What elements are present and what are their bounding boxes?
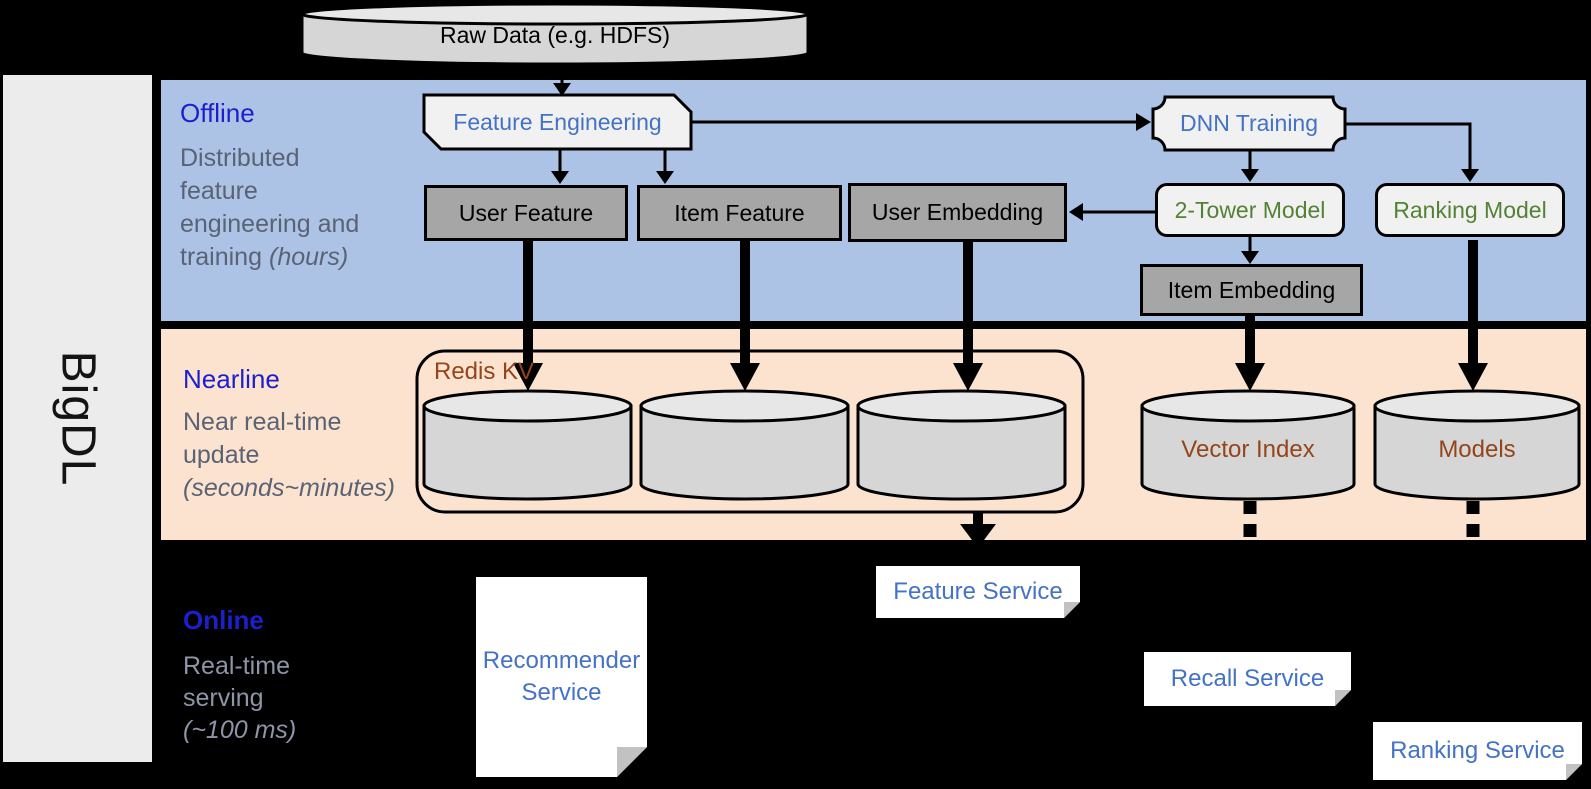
item-embedding-node: Item Embedding (1140, 264, 1363, 316)
arrow-redis-to-feature-service (960, 512, 996, 548)
arrow-item-embedding-to-vector-index (1235, 316, 1265, 391)
arrow-item-feature-to-redis (730, 241, 760, 391)
offline-section-description: Distributed feature engineering and trai… (180, 144, 360, 271)
arrow-user-embedding-to-redis (953, 242, 983, 391)
ranking-model-node: Ranking Model (1375, 183, 1565, 237)
bigdl-sidebar: BigDL (3, 75, 152, 762)
recommender-service-node: Recommender Service (476, 577, 647, 777)
arrow-dnn-training-to-two-tower-model (1241, 150, 1259, 182)
redis-cylinder-2 (639, 389, 850, 501)
models-label: Models (1438, 436, 1516, 463)
models-cylinder (1373, 389, 1581, 501)
online-section-description: Real-time serving (~100 ms) (183, 652, 297, 744)
raw-data-cylinder (300, 2, 810, 66)
item-feature-node: Item Feature (637, 185, 842, 241)
arrow-ranking-model-to-models (1458, 240, 1488, 391)
dnn-training-shape (1151, 95, 1347, 152)
arrow-two-tower-to-user-embedding (1069, 203, 1155, 221)
arrow-rawdata-to-feature-engineering (553, 64, 571, 96)
nearline-section-description: Near real-time update (seconds~minutes) (183, 408, 395, 502)
arrow-dnn-training-to-ranking-model (1345, 122, 1479, 182)
user-feature-node: User Feature (424, 185, 628, 241)
vector-index-cylinder (1140, 389, 1356, 501)
arrow-feature-engineering-to-user-feature (551, 149, 569, 184)
online-section-title: Online (183, 605, 264, 635)
arrow-feature-engineering-to-item-feature (656, 149, 674, 184)
feature-engineering-shape (422, 93, 693, 151)
raw-data-label: Raw Data (e.g. HDFS) (439, 21, 671, 48)
arrow-feature-engineering-to-dnn-training (691, 113, 1151, 131)
two-tower-model-node: 2-Tower Model (1155, 183, 1345, 237)
offline-section-title: Offline (180, 98, 255, 128)
feature-engineering-node: Feature Engineering (453, 108, 662, 135)
vector-index-label: Vector Index (1181, 436, 1315, 463)
arrow-two-tower-to-item-embedding (1241, 237, 1259, 264)
raw-data-store: Raw Data (e.g. HDFS) (302, 12, 808, 58)
redis-kv-label: Redis KV (434, 358, 535, 385)
user-embedding-node: User Embedding (848, 183, 1067, 242)
redis-cylinder-1 (422, 389, 633, 501)
arrow-user-feature-to-redis (513, 241, 543, 391)
ranking-service-node: Ranking Service (1373, 722, 1582, 780)
feature-service-node: Feature Service (876, 566, 1080, 618)
dnn-training-node: DNN Training (1179, 110, 1319, 136)
nearline-section-title: Nearline (183, 364, 280, 394)
redis-cylinder-3 (856, 389, 1067, 501)
recall-service-node: Recall Service (1144, 652, 1351, 706)
